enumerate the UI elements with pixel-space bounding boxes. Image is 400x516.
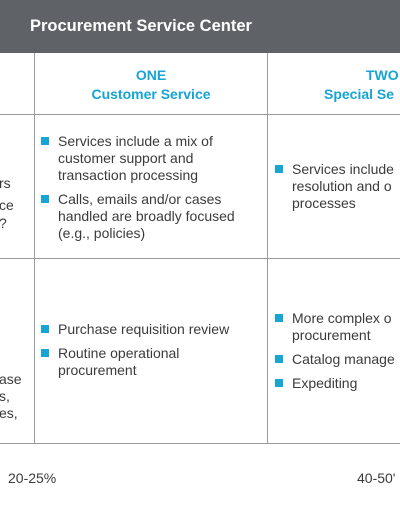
column-header-two: TWO Special Se	[268, 66, 400, 104]
column-header-one: ONE Customer Service	[35, 66, 267, 104]
row-label-fragment: ce	[0, 197, 14, 213]
row-divider	[0, 114, 400, 115]
bullet-square-icon	[275, 314, 283, 322]
bullet-item: Services include a mix of customer suppo…	[38, 133, 235, 184]
bullet-item: Routine operational procurement	[38, 345, 229, 379]
row2-col2-bullets: More complex o procurement Catalog manag…	[272, 310, 395, 399]
column-number: ONE	[135, 67, 167, 83]
column-number: TWO	[366, 67, 399, 83]
row1-col2-bullets: Services include resolution and o proces…	[272, 161, 394, 219]
bullet-square-icon	[41, 137, 49, 145]
row-label-fragment: es,	[0, 405, 18, 421]
row-label-fragment: s,	[0, 388, 10, 404]
bullet-square-icon	[41, 325, 49, 333]
column-divider	[34, 53, 35, 443]
bullet-item: Services include resolution and o proces…	[272, 161, 394, 212]
bullet-square-icon	[275, 379, 283, 387]
bullet-square-icon	[275, 165, 283, 173]
bullet-item: Calls, emails and/or cases handled are b…	[38, 191, 235, 242]
percentage-col1: 20-25%	[8, 470, 57, 486]
row-label-fragment: rs	[0, 175, 11, 191]
bullet-item: Purchase requisition review	[38, 321, 229, 338]
page-title: Procurement Service Center	[30, 17, 252, 35]
bullet-item: Expediting	[272, 375, 395, 392]
row-divider	[0, 443, 400, 444]
bullet-square-icon	[41, 195, 49, 203]
row2-col1-bullets: Purchase requisition review Routine oper…	[38, 321, 229, 386]
bullet-item: More complex o procurement	[272, 310, 395, 344]
percentage-col2: 40-50'	[357, 470, 396, 486]
row1-col1-bullets: Services include a mix of customer suppo…	[38, 133, 235, 249]
header-bar: Procurement Service Center	[0, 0, 400, 53]
row-label-fragment: ?	[0, 215, 7, 232]
bullet-square-icon	[41, 349, 49, 357]
column-name: Customer Service	[91, 86, 211, 102]
column-divider	[267, 53, 268, 443]
row-label-fragment: ase	[0, 371, 22, 387]
bullet-item: Catalog manage	[272, 351, 395, 368]
row-divider	[0, 258, 400, 259]
bullet-square-icon	[275, 355, 283, 363]
column-name: Special Se	[324, 86, 395, 102]
